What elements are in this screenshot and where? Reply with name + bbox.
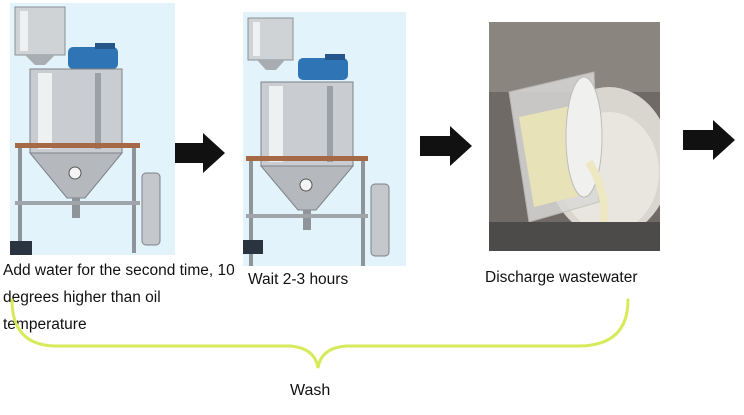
step-2-photo	[243, 12, 406, 266]
step-2-caption: Wait 2-3 hours	[248, 271, 349, 288]
right-arrow-icon	[175, 133, 225, 173]
step-1-photo	[10, 3, 175, 255]
step-1-caption: Add water for the second time, 10 degree…	[3, 262, 235, 333]
step-3-caption: Discharge wastewater	[485, 269, 638, 286]
wash-brace	[10, 298, 630, 369]
wash-label: Wash	[290, 382, 331, 399]
right-arrow-icon	[683, 120, 735, 160]
step-3-photo	[489, 22, 660, 251]
right-arrow-icon	[420, 126, 472, 166]
